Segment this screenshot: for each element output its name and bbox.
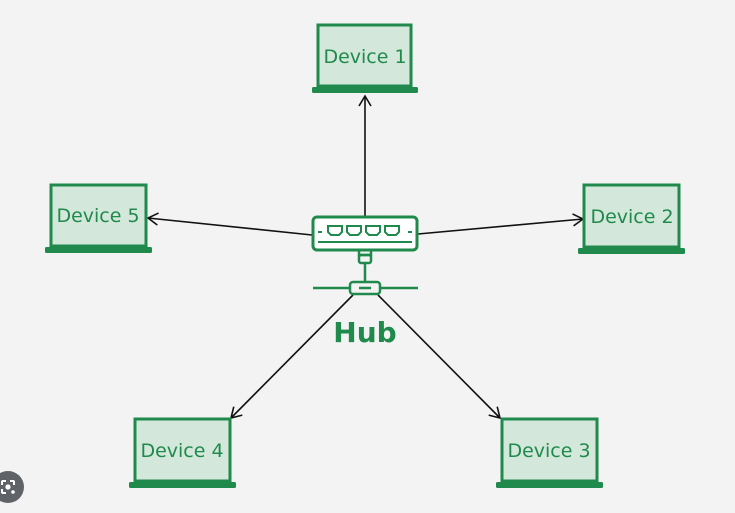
laptop-screen: [582, 183, 681, 249]
laptop-screen: [133, 417, 232, 483]
hub-device: Hub: [311, 215, 419, 349]
link-hub-device-5: [146, 212, 313, 236]
device-3-label: Device 3: [507, 440, 590, 462]
laptop-screen: [49, 183, 148, 248]
link-hub-device-2: [417, 213, 585, 235]
device-4-laptop: Device 4: [129, 417, 236, 488]
device-1-laptop: Device 1: [312, 23, 418, 93]
link-hub-device-3: [377, 294, 502, 420]
lens-glyph: [1, 480, 15, 494]
connections: [146, 94, 585, 420]
hub-connector: [313, 250, 418, 296]
hub-label: Hub: [333, 316, 396, 349]
laptop-base: [578, 248, 685, 254]
device-2-label: Device 2: [590, 206, 673, 228]
device-4-label: Device 4: [140, 440, 223, 462]
device-1-label: Device 1: [323, 46, 406, 68]
device-5-laptop: Device 5: [45, 183, 152, 253]
laptop-base: [496, 482, 603, 488]
device-3-laptop: Device 3: [496, 417, 603, 488]
hub-port-icons: [318, 225, 412, 243]
link-hub-device-4: [229, 294, 354, 420]
laptop-screen: [316, 23, 413, 88]
device-5-label: Device 5: [56, 205, 139, 227]
laptop-base: [312, 87, 418, 93]
laptop-base: [45, 247, 152, 253]
device-2-laptop: Device 2: [578, 183, 685, 254]
laptop-base: [129, 482, 236, 488]
laptop-screen: [500, 417, 599, 483]
